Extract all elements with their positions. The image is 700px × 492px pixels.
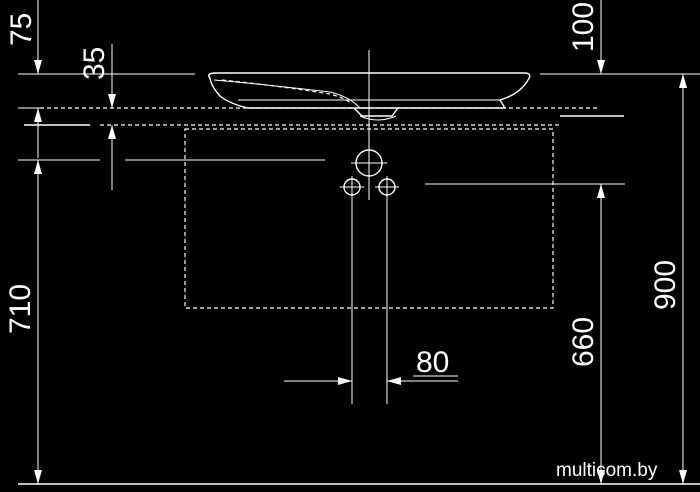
- dimension-710: [34, 160, 42, 484]
- dimension-900: [679, 74, 687, 484]
- dimension-80: [284, 375, 458, 385]
- waste-outlet-symbol: [351, 145, 387, 181]
- dimension-100: [597, 0, 605, 74]
- dimension-75: [34, 0, 42, 158]
- basin-outline: [207, 72, 531, 121]
- label-80: 80: [416, 346, 449, 379]
- label-900: 900: [649, 260, 682, 310]
- label-35: 35: [78, 47, 111, 80]
- label-100: 100: [567, 2, 600, 52]
- watermark: multicom.by: [556, 460, 658, 481]
- label-660: 660: [567, 317, 600, 367]
- label-710: 710: [4, 284, 37, 334]
- dimension-35: [108, 44, 116, 190]
- dimension-660: [597, 184, 605, 484]
- water-supply-symbols: [340, 176, 399, 404]
- label-75: 75: [5, 13, 38, 46]
